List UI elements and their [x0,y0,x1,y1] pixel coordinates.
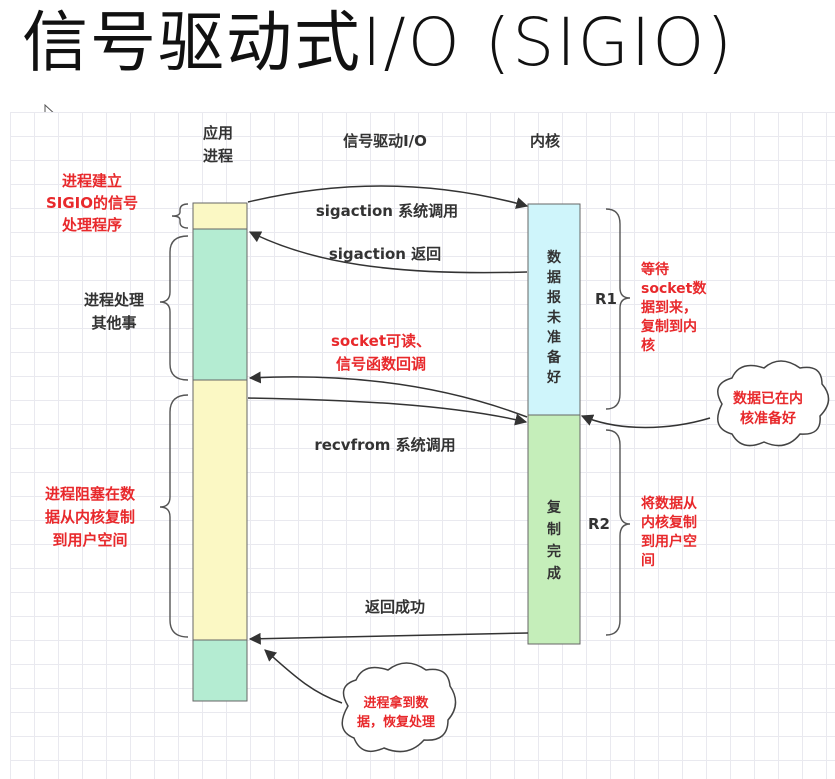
kernel-not-ready-label: 备 [546,349,562,366]
arrow-sigaction-return [248,231,528,274]
kernel-copy-block [527,414,581,645]
arrow-socket-readable [248,371,528,418]
callout-process-resume: 进程拿到数 据，恢复处理 [341,662,457,753]
brace-setup [171,203,189,229]
brace-r1 [605,208,631,410]
kernel-not-ready-label: 报 [547,290,561,306]
callout-data-ready-text: 核准备好 [740,410,796,427]
phase-r1-desc: 复制到内 [640,318,697,335]
callout-process-resume-text: 据，恢复处理 [357,714,435,730]
kernel-not-ready-block [527,203,581,416]
msg-socket-readable: socket可读、 [331,332,431,350]
phase-r2: R2 [588,515,610,533]
phase-r2-desc: 到用户空 [641,533,697,550]
arrow-data-ready [580,414,711,429]
lane-header-kernel: 内核 [530,132,560,150]
arrow-sigaction-call [247,185,529,209]
kernel-copy-label: 复 [546,499,562,516]
arrow-recvfrom-call [247,397,528,426]
arrow-process-resume [264,649,343,704]
phase-r1-desc: 核 [641,337,655,354]
msg-return-success: 返回成功 [365,598,425,616]
msg-sigaction-return: sigaction 返回 [329,245,441,263]
brace-r2 [605,429,631,636]
note-setup: 进程建立 [62,172,122,190]
phase-r1: R1 [595,290,617,308]
phase-r1-desc: socket数 [641,280,707,297]
phase-r2-desc: 将数据从 [641,495,697,512]
kernel-not-ready-label: 据 [547,269,561,286]
lane-header-middle: 信号驱动I/O [343,132,427,150]
arrow-return-success [248,632,529,645]
callout-data-ready: 数据已在内 核准备好 [717,360,830,447]
msg-socket-readable: 信号函数回调 [336,355,426,373]
lane-header-app: 应用 [203,124,233,142]
phase-r2-desc: 间 [641,552,655,569]
kernel-not-ready-label: 准 [547,329,561,346]
callout-data-ready-text: 数据已在内 [733,390,803,407]
callout-process-resume-text: 进程拿到数 [363,695,429,711]
note-other-work: 进程处理 [84,291,144,309]
note-other-work: 其他事 [91,314,136,332]
note-blocked: 到用户空间 [52,531,127,549]
page-title: 信号驱动式I/O (SIGIO) [22,4,735,81]
phase-r2-desc: 内核复制 [641,514,697,531]
kernel-copy-label: 成 [547,565,561,582]
msg-recvfrom-call: recvfrom 系统调用 [314,436,455,454]
kernel-copy-label: 完 [547,543,561,560]
app-blocked-block [192,379,248,641]
phase-r1-desc: 据到来， [641,299,697,316]
note-blocked: 据从内核复制 [45,508,135,526]
brace-blocked [159,394,189,638]
brace-other-work [159,235,189,381]
app-work-block [192,228,248,381]
kernel-not-ready-label: 数 [547,249,562,266]
lane-header-app: 进程 [203,147,233,165]
app-resume-block [192,639,248,702]
note-setup: SIGIO的信号 [46,194,138,212]
msg-sigaction-call: sigaction 系统调用 [316,202,458,220]
phase-r1-desc: 等待 [641,261,669,278]
kernel-not-ready-label: 未 [547,309,562,326]
note-blocked: 进程阻塞在数 [45,485,136,503]
note-setup: 处理程序 [61,216,122,234]
kernel-not-ready-label: 好 [546,369,561,386]
app-setup-block [192,202,248,230]
kernel-copy-label: 制 [547,521,561,538]
diagram-canvas: 应用 进程 信号驱动I/O 内核 数 据 报 未 准 备 好 复 制 完 成 进… [10,112,835,779]
